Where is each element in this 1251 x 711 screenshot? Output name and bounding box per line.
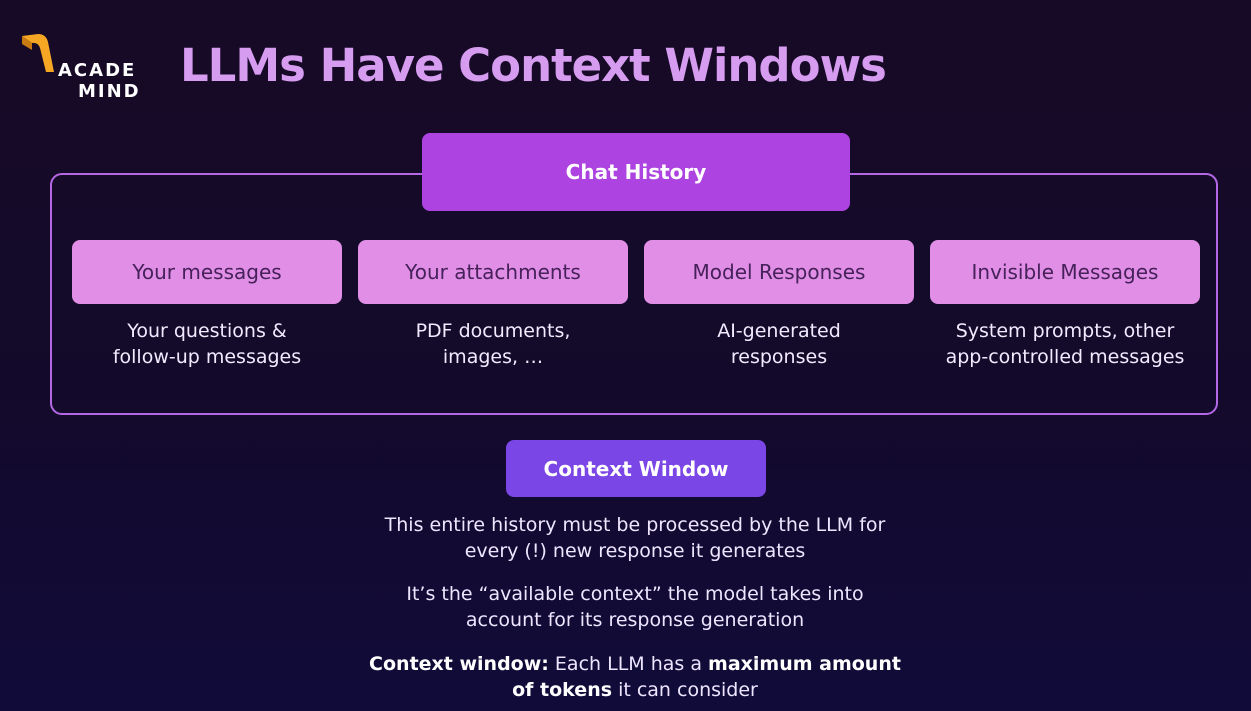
- desc-invisible-messages: System prompts, other app-controlled mes…: [920, 318, 1210, 370]
- paragraph-context-window: Context window: Each LLM has a maximum a…: [345, 651, 925, 703]
- desc-your-attachments: PDF documents, images, …: [348, 318, 638, 370]
- plain-text: Each LLM has a: [548, 653, 709, 675]
- paragraph-line: every (!) new response it generates: [464, 540, 806, 562]
- card-invisible-messages: Invisible Messages: [930, 240, 1200, 304]
- desc-model-responses: AI-generated responses: [634, 318, 924, 370]
- desc-line: app-controlled messages: [945, 346, 1185, 368]
- slide-title: LLMs Have Context Windows: [180, 39, 887, 92]
- logo-flag-icon: [22, 34, 54, 72]
- card-your-attachments: Your attachments: [358, 240, 628, 304]
- desc-line: images, …: [442, 346, 544, 368]
- logo-text-line2: MIND: [78, 81, 141, 102]
- desc-line: AI-generated: [717, 320, 841, 342]
- paragraph-line: It’s the “available context” the model t…: [406, 583, 864, 605]
- card-your-messages: Your messages: [72, 240, 342, 304]
- desc-line: follow-up messages: [112, 346, 302, 368]
- desc-line: System prompts, other: [955, 320, 1175, 342]
- logo-text-line1: ACADE: [58, 60, 137, 81]
- desc-line: Your questions &: [127, 320, 287, 342]
- bold-text: maximum amount: [708, 653, 901, 675]
- paragraph-line: This entire history must be processed by…: [384, 514, 886, 536]
- chat-history-label: Chat History: [422, 133, 850, 211]
- desc-line: PDF documents,: [415, 320, 571, 342]
- paragraph-available-context: It’s the “available context” the model t…: [345, 581, 925, 633]
- card-model-responses: Model Responses: [644, 240, 914, 304]
- bold-text: of tokens: [512, 679, 613, 701]
- bold-text: Context window:: [369, 653, 549, 675]
- context-window-label: Context Window: [506, 440, 766, 497]
- paragraph-line: Context window: Each LLM has a maximum a…: [345, 651, 925, 677]
- plain-text: it can consider: [612, 679, 758, 701]
- paragraph-processing: This entire history must be processed by…: [345, 512, 925, 564]
- paragraph-line: of tokens it can consider: [345, 677, 925, 703]
- desc-your-messages: Your questions & follow-up messages: [62, 318, 352, 370]
- logo: ACADE MIND: [20, 32, 144, 104]
- paragraph-line: account for its response generation: [465, 609, 805, 631]
- desc-line: responses: [730, 346, 828, 368]
